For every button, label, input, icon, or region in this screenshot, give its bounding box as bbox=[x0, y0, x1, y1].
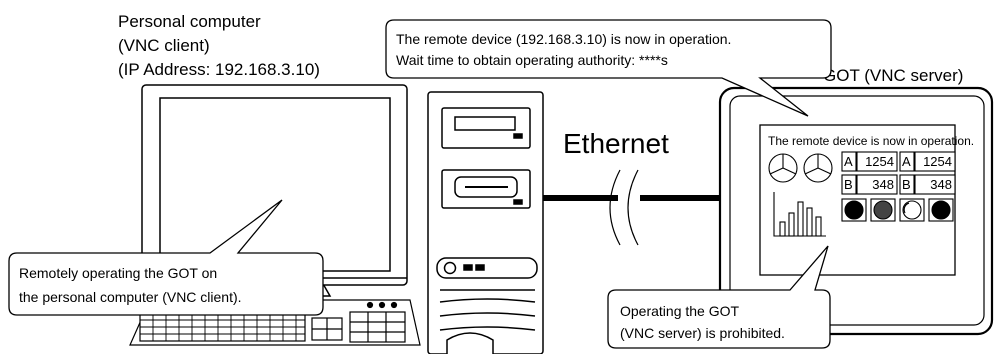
pie-chart-icon bbox=[768, 153, 798, 183]
callout-top-line2: Wait time to obtain operating authority:… bbox=[396, 52, 668, 68]
table-cell-value: 348 bbox=[872, 177, 894, 192]
callout-top-line1: The remote device (192.168.3.10) is now … bbox=[396, 31, 731, 47]
table-cell-value: 348 bbox=[930, 177, 952, 192]
got-screen-banner: The remote device is now in operation. bbox=[768, 134, 974, 148]
pc-monitor-icon bbox=[141, 84, 408, 297]
callout-pc-line2: the personal computer (VNC client). bbox=[19, 289, 242, 305]
lamp-indicators bbox=[841, 198, 954, 222]
pc-label-line3: (IP Address: 192.168.3.10) bbox=[118, 60, 320, 79]
pc-label-line1: Personal computer bbox=[118, 12, 261, 31]
table-cell-label: A bbox=[844, 154, 853, 169]
callout-pc: Remotely operating the GOT on the person… bbox=[8, 199, 324, 316]
callout-got-line1: Operating the GOT bbox=[620, 303, 740, 319]
ethernet-label: Ethernet bbox=[563, 128, 669, 159]
keyboard-icon bbox=[129, 299, 421, 346]
got-data-table bbox=[841, 151, 956, 195]
got-label: GOT (VNC server) bbox=[823, 66, 963, 85]
pc-label-line2: (VNC client) bbox=[118, 36, 210, 55]
table-cell-value: 1254 bbox=[865, 154, 894, 169]
pc-tower-icon bbox=[427, 91, 544, 354]
callout-pc-line1: Remotely operating the GOT on bbox=[19, 265, 217, 281]
table-cell-label: B bbox=[844, 177, 853, 192]
bar-graph-icon bbox=[773, 192, 826, 237]
ethernet-cable bbox=[543, 169, 722, 246]
table-cell-label: B bbox=[902, 177, 911, 192]
got-screen: The remote device is now in operation. bbox=[768, 134, 974, 237]
pie-chart-icon bbox=[803, 153, 833, 183]
callout-got-line2: (VNC server) is prohibited. bbox=[620, 325, 785, 341]
table-cell-value: 1254 bbox=[923, 154, 952, 169]
callout-got: Operating the GOT (VNC server) is prohib… bbox=[607, 245, 831, 349]
callout-top: The remote device (192.168.3.10) is now … bbox=[385, 19, 832, 117]
table-cell-label: A bbox=[902, 154, 911, 169]
